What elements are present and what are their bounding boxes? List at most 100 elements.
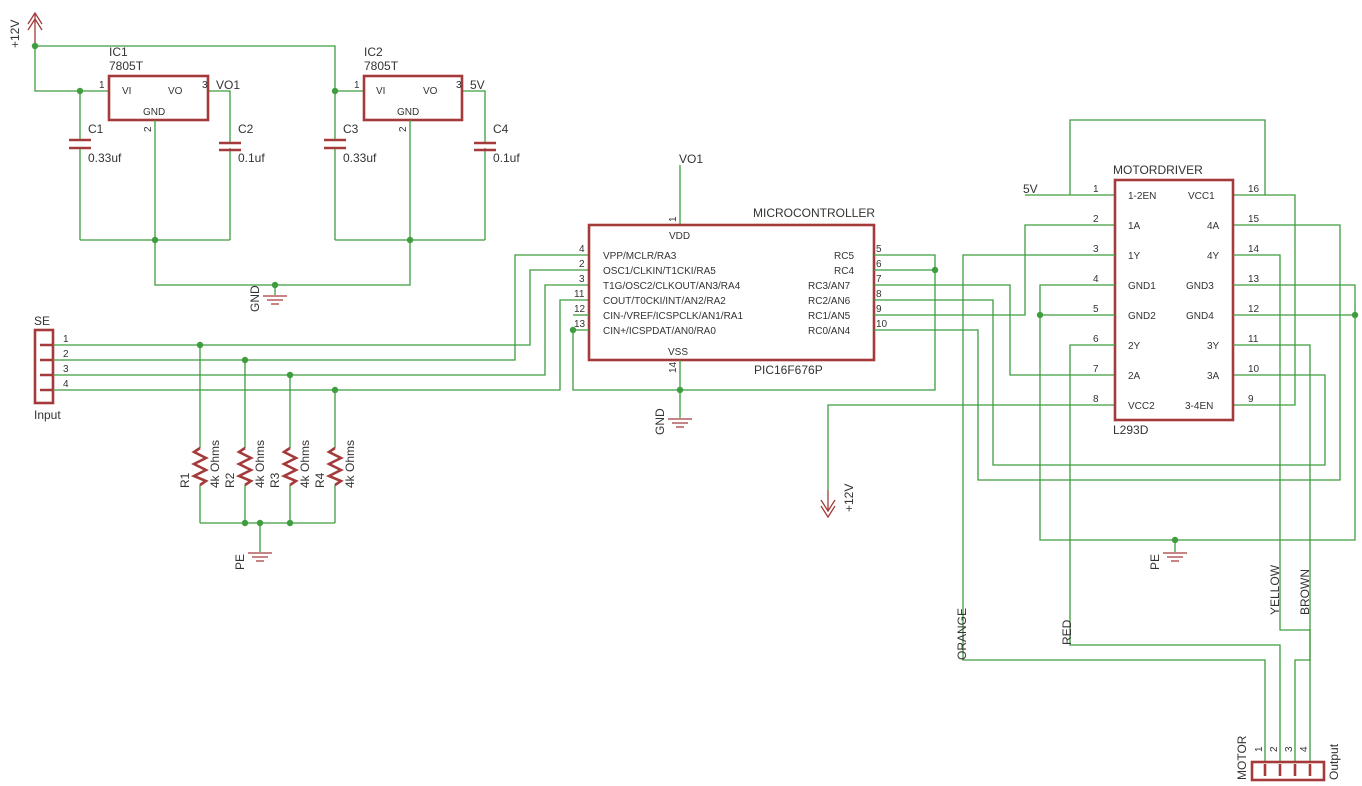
power-supply-section: +12V VO1 5V IC1 7805T VI VO GND 1 3 2 IC… — [8, 11, 520, 312]
mcu-left-num-1: 2 — [579, 259, 585, 270]
se-label: Input — [34, 408, 61, 422]
resistor-r3[interactable]: R3 4k Ohms — [268, 375, 312, 523]
regulator-ic1[interactable]: IC1 7805T VI VO GND 1 3 2 — [99, 45, 210, 132]
wire-label-orange: ORANGE — [955, 608, 969, 660]
r1-name: R1 — [178, 472, 192, 488]
driver-right-num-4: 12 — [1248, 304, 1260, 315]
r3-name: R3 — [268, 472, 282, 488]
c2-name: C2 — [238, 122, 254, 136]
mcu-right-name-5: RC0/AN4 — [808, 326, 851, 337]
supply-12v-label: +12V — [8, 20, 22, 48]
gnd-label-top: GND — [248, 285, 262, 312]
resistor-r4[interactable]: R4 4k Ohms — [313, 390, 357, 523]
output-connector-motor[interactable]: MOTOR Output 1 2 3 4 — [1235, 735, 1341, 782]
capacitor-c1[interactable]: C1 0.33uf — [69, 91, 122, 240]
driver-left-num-1: 2 — [1093, 214, 1099, 225]
ground-symbol-pe-right: PE — [1148, 540, 1187, 570]
se-pin4: 4 — [63, 379, 69, 390]
supply-12v-bottom-label: +12V — [842, 484, 856, 512]
mcu-left-name-2: T1G/OSC2/CLKOUT/AN3/RA4 — [603, 281, 741, 292]
motordriver-l293d[interactable]: MOTORDRIVER L293D 1-2EN 1A 1Y GND1 GND2 … — [1093, 163, 1260, 437]
motor-pin2: 2 — [1269, 746, 1280, 752]
resistor-r1[interactable]: R1 4k Ohms — [178, 345, 222, 523]
c1-value: 0.33uf — [88, 151, 122, 165]
mcu-left-name-5: CIN+/ICSPDAT/AN0/RA0 — [603, 326, 716, 337]
ic1-pin2: 2 — [143, 126, 154, 132]
r3-value: 4k Ohms — [298, 440, 312, 488]
pe-label-left: PE — [233, 554, 247, 570]
capacitor-c4[interactable]: C4 0.1uf — [474, 122, 520, 240]
driver-right-num-1: 15 — [1248, 214, 1260, 225]
mcu-vss-pin: 14 — [668, 361, 679, 373]
ic2-pin3: 3 — [456, 80, 462, 91]
regulator-ic2[interactable]: IC2 7805T VI VO GND 1 3 2 — [354, 45, 464, 132]
driver-left-name-4: GND2 — [1128, 311, 1156, 322]
mcu-right-name-2: RC3/AN7 — [808, 281, 851, 292]
ic2-pin2: 2 — [398, 126, 409, 132]
driver-right-num-5: 11 — [1248, 334, 1259, 345]
ic1-gnd: GND — [143, 107, 165, 118]
pe-label-right: PE — [1148, 554, 1162, 570]
mcu-right-num-0: 5 — [876, 244, 882, 255]
supply-12v-top: +12V — [8, 11, 43, 48]
ic2-name: IC2 — [364, 45, 383, 59]
driver-left-num-2: 3 — [1093, 244, 1099, 255]
mcu-left-name-1: OSC1/CLKIN/T1CKI/RA5 — [603, 266, 716, 277]
resistor-r2[interactable]: R2 4k Ohms — [223, 360, 267, 523]
driver-title: MOTORDRIVER — [1113, 163, 1203, 177]
r4-value: 4k Ohms — [343, 440, 357, 488]
driver-right-num-6: 10 — [1248, 364, 1260, 375]
driver-right-num-0: 16 — [1248, 184, 1260, 195]
ic1-vo: VO — [168, 86, 183, 97]
driver-part: L293D — [1113, 423, 1149, 437]
driver-left-name-0: 1-2EN — [1128, 191, 1156, 202]
driver-left-name-1: 1A — [1128, 221, 1141, 232]
mcu-vdd-pin: 1 — [668, 216, 679, 222]
mcu-right-num-2: 7 — [876, 274, 882, 285]
ic1-name: IC1 — [109, 45, 128, 59]
driver-left-name-7: VCC2 — [1128, 401, 1155, 412]
mcu-vo1-label: VO1 — [679, 152, 703, 166]
ic1-pin3: 3 — [202, 80, 208, 91]
driver-right-num-7: 9 — [1248, 394, 1254, 405]
driver-left-num-5: 6 — [1093, 334, 1099, 345]
mcu-right-num-5: 10 — [876, 319, 888, 330]
microcontroller-pic[interactable]: MICROCONTROLLER PIC16F676P VDD VSS 1 14 … — [574, 206, 888, 377]
r4-name: R4 — [313, 472, 327, 488]
wire-label-yellow: YELLOW — [1268, 564, 1282, 615]
capacitor-c2[interactable]: C2 0.1uf — [219, 122, 265, 240]
driver-left-name-5: 2Y — [1128, 341, 1141, 352]
driver-right-name-1: 4A — [1207, 221, 1220, 232]
driver-right-name-5: 3Y — [1207, 341, 1220, 352]
c4-name: C4 — [493, 122, 509, 136]
driver-left-num-3: 4 — [1093, 274, 1099, 285]
driver-left-num-7: 8 — [1093, 394, 1099, 405]
mcu-part: PIC16F676P — [754, 363, 823, 377]
ic2-vi: VI — [376, 86, 385, 97]
c1-name: C1 — [88, 122, 104, 136]
gnd-label-mcu: GND — [653, 408, 667, 435]
ic2-value: 7805T — [364, 59, 399, 73]
driver-right-name-6: 3A — [1207, 371, 1220, 382]
ground-symbol-mcu: GND — [653, 408, 692, 435]
mcu-right-name-0: RC5 — [834, 251, 854, 262]
mcu-vdd: VDD — [669, 231, 690, 242]
ic1-vi: VI — [122, 86, 131, 97]
driver-right-name-0: VCC1 — [1188, 191, 1215, 202]
motor-pin1: 1 — [1254, 746, 1265, 752]
driver-right-name-3: GND3 — [1186, 281, 1214, 292]
driver-right-name-4: GND4 — [1186, 311, 1214, 322]
ic2-gnd: GND — [397, 107, 419, 118]
driver-right-num-2: 14 — [1248, 244, 1260, 255]
motor-label: Output — [1327, 743, 1341, 780]
motor-pin3: 3 — [1284, 746, 1295, 752]
capacitor-c3[interactable]: C3 0.33uf — [324, 91, 377, 240]
driver-left-name-2: 1Y — [1128, 251, 1141, 262]
ground-symbol-pe-left: PE — [233, 523, 272, 570]
mcu-right-name-1: RC4 — [834, 266, 854, 277]
input-connector-se[interactable]: SE Input 1 2 3 4 — [33, 314, 69, 422]
se-name: SE — [34, 314, 50, 328]
ground-symbol-top: GND — [248, 285, 287, 312]
mcu-right-num-4: 9 — [876, 304, 882, 315]
